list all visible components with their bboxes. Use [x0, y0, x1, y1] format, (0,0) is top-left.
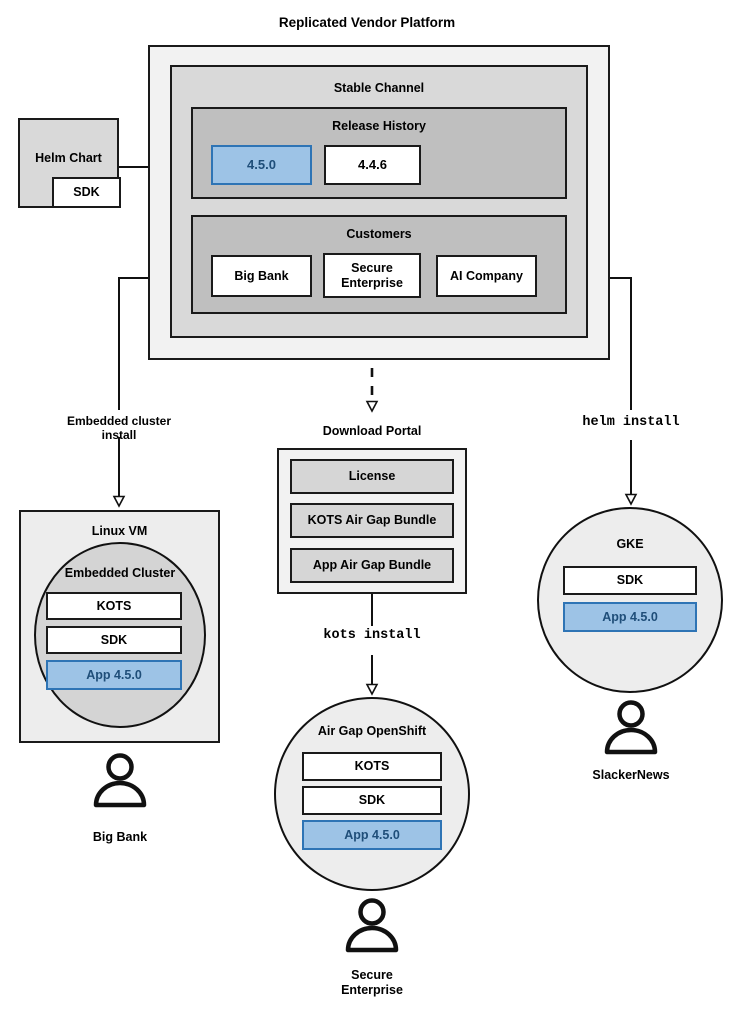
- portal-item-label: App Air Gap Bundle: [312, 558, 432, 573]
- helm-chart-sdk-label: SDK: [73, 185, 100, 200]
- user-icon-big-bank: [93, 753, 147, 808]
- customer-caption-big-bank: Big Bank: [92, 830, 148, 844]
- component-label: App 4.5.0: [344, 827, 400, 842]
- component-label: SDK: [616, 573, 644, 588]
- customer-chip-big-bank[interactable]: Big Bank: [211, 255, 312, 297]
- release-history-title: Release History: [332, 119, 426, 133]
- openshift-component-app[interactable]: App 4.5.0: [302, 820, 442, 850]
- customer-chip-secure-enterprise[interactable]: Secure Enterprise: [323, 253, 421, 298]
- helm-chart-label: Helm Chart: [35, 151, 102, 165]
- download-portal-item-app-air-gap-bundle[interactable]: App Air Gap Bundle: [290, 548, 454, 583]
- edge-label-helm-install: helm install: [582, 415, 680, 430]
- edge-label-embedded-cluster-install: Embedded cluster install: [66, 414, 172, 443]
- linux-vm-component-app[interactable]: App 4.5.0: [46, 660, 182, 690]
- portal-item-label: KOTS Air Gap Bundle: [307, 513, 437, 528]
- gke-component-sdk[interactable]: SDK: [563, 566, 697, 595]
- customer-label: Secure Enterprise: [341, 261, 403, 290]
- linux-vm-component-kots[interactable]: KOTS: [46, 592, 182, 620]
- component-label: KOTS: [96, 598, 132, 613]
- component-label: KOTS: [354, 759, 390, 774]
- gke-component-app[interactable]: App 4.5.0: [563, 602, 697, 632]
- component-label: App 4.5.0: [602, 609, 658, 624]
- air-gap-openshift-title: Air Gap OpenShift: [317, 724, 427, 738]
- customer-chip-ai-company[interactable]: AI Company: [436, 255, 537, 297]
- gke-circle: [537, 507, 723, 693]
- customer-caption-slackernews: SlackerNews: [592, 768, 670, 782]
- user-icon-secure-enterprise: [345, 898, 399, 953]
- edge-label-kots-install: kots install: [323, 628, 421, 643]
- customer-label: Big Bank: [234, 268, 289, 283]
- customer-caption-secure-enterprise: Secure Enterprise: [341, 968, 403, 997]
- customer-label: AI Company: [450, 268, 523, 283]
- release-version-label: 4.4.6: [358, 156, 387, 172]
- download-portal-item-kots-air-gap-bundle[interactable]: KOTS Air Gap Bundle: [290, 503, 454, 538]
- release-chip-4-5-0[interactable]: 4.5.0: [211, 145, 312, 185]
- openshift-component-kots[interactable]: KOTS: [302, 752, 442, 781]
- release-version-label: 4.5.0: [247, 156, 276, 172]
- customers-title: Customers: [346, 227, 412, 241]
- component-label: App 4.5.0: [86, 667, 142, 682]
- openshift-component-sdk[interactable]: SDK: [302, 786, 442, 815]
- stable-channel-title: Stable Channel: [333, 81, 425, 95]
- page-title: Replicated Vendor Platform: [278, 15, 456, 30]
- download-portal-item-license[interactable]: License: [290, 459, 454, 494]
- embedded-cluster-title: Embedded Cluster: [64, 566, 176, 580]
- download-portal-title: Download Portal: [322, 424, 422, 438]
- portal-item-label: License: [348, 469, 396, 484]
- release-chip-4-4-6[interactable]: 4.4.6: [324, 145, 421, 185]
- linux-vm-title: Linux VM: [91, 524, 148, 538]
- component-label: SDK: [100, 632, 128, 647]
- helm-chart-sdk-chip[interactable]: SDK: [52, 177, 121, 208]
- user-icon-slackernews: [604, 700, 658, 755]
- component-label: SDK: [358, 793, 386, 808]
- gke-title: GKE: [616, 537, 644, 551]
- linux-vm-component-sdk[interactable]: SDK: [46, 626, 182, 654]
